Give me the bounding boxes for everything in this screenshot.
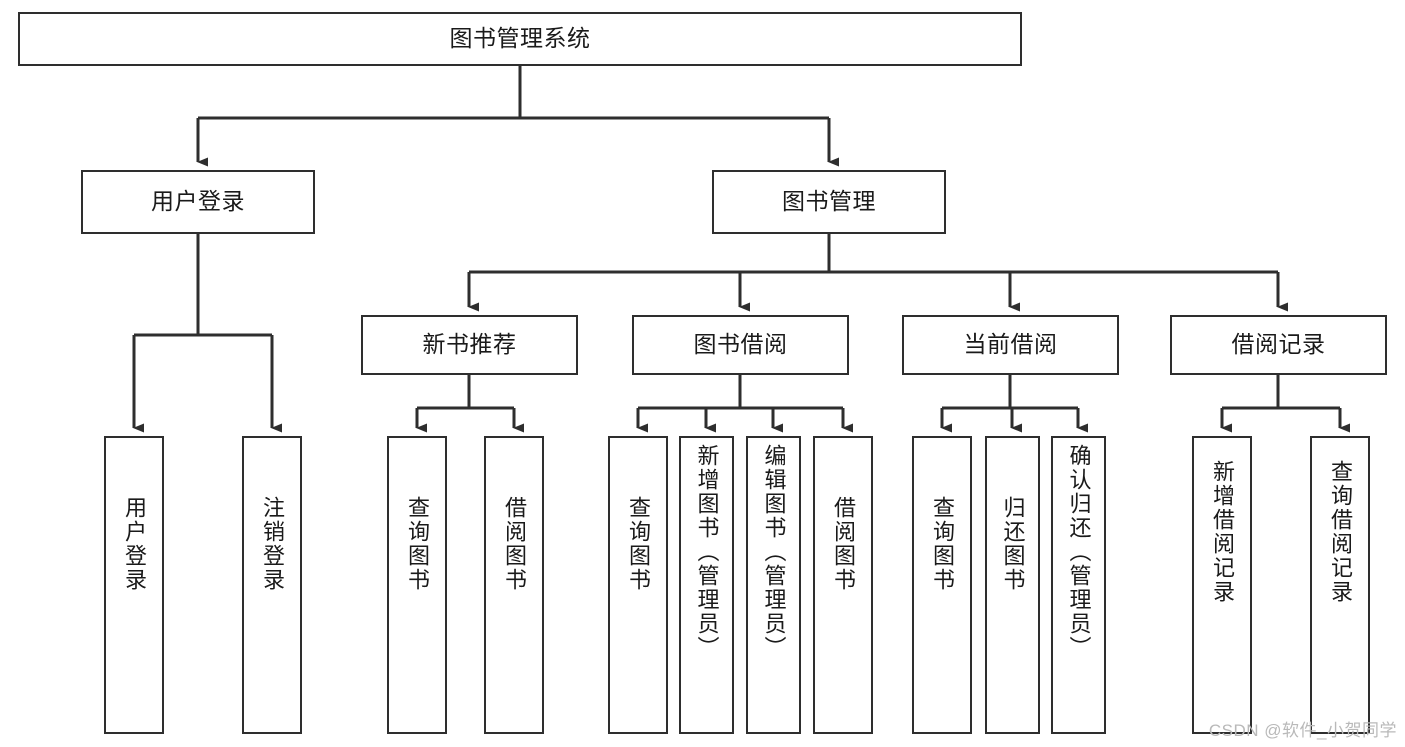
node-book-borrow[interactable]: 图书借阅 xyxy=(632,315,849,375)
node-leaf-query-book-3-label: 查询图书 xyxy=(930,496,955,592)
node-leaf-query-book-3[interactable]: 查询图书 xyxy=(912,436,972,734)
node-leaf-add-record-label: 新增借阅记录 xyxy=(1210,460,1235,604)
node-leaf-borrow-book-2-label: 借阅图书 xyxy=(831,496,856,592)
node-leaf-user-login[interactable]: 用户登录 xyxy=(104,436,164,734)
node-leaf-query-book-1-label: 查询图书 xyxy=(405,496,430,592)
node-user-login-label: 用户登录 xyxy=(151,188,245,215)
node-new-book-rec-label: 新书推荐 xyxy=(422,331,517,358)
node-leaf-query-book-2[interactable]: 查询图书 xyxy=(608,436,668,734)
node-book-manage-label: 图书管理 xyxy=(782,188,876,215)
node-current-borrow[interactable]: 当前借阅 xyxy=(902,315,1119,375)
node-leaf-return-book[interactable]: 归还图书 xyxy=(985,436,1040,734)
node-new-book-rec[interactable]: 新书推荐 xyxy=(361,315,578,375)
node-leaf-logout[interactable]: 注销登录 xyxy=(242,436,302,734)
node-user-login[interactable]: 用户登录 xyxy=(81,170,315,234)
node-leaf-confirm-return-label: 确认归还（管理员） xyxy=(1066,444,1092,660)
node-leaf-user-login-label: 用户登录 xyxy=(122,496,147,592)
node-leaf-add-book[interactable]: 新增图书（管理员） xyxy=(679,436,734,734)
node-leaf-logout-label: 注销登录 xyxy=(260,496,285,592)
node-leaf-return-book-label: 归还图书 xyxy=(1000,496,1026,592)
node-leaf-query-book-1[interactable]: 查询图书 xyxy=(387,436,447,734)
node-leaf-add-record[interactable]: 新增借阅记录 xyxy=(1192,436,1252,734)
node-book-manage[interactable]: 图书管理 xyxy=(712,170,946,234)
node-leaf-query-record-label: 查询借阅记录 xyxy=(1328,460,1353,604)
node-root-label: 图书管理系统 xyxy=(449,25,591,52)
node-current-borrow-label: 当前借阅 xyxy=(963,331,1058,358)
node-leaf-edit-book[interactable]: 编辑图书（管理员） xyxy=(746,436,801,734)
node-leaf-borrow-book-2[interactable]: 借阅图书 xyxy=(813,436,873,734)
node-book-borrow-label: 图书借阅 xyxy=(693,331,788,358)
node-borrow-record[interactable]: 借阅记录 xyxy=(1170,315,1387,375)
node-leaf-confirm-return[interactable]: 确认归还（管理员） xyxy=(1051,436,1106,734)
node-leaf-add-book-label: 新增图书（管理员） xyxy=(694,444,720,660)
node-leaf-query-record[interactable]: 查询借阅记录 xyxy=(1310,436,1370,734)
node-leaf-query-book-2-label: 查询图书 xyxy=(626,496,651,592)
node-leaf-borrow-book-1-label: 借阅图书 xyxy=(502,496,527,592)
node-root[interactable]: 图书管理系统 xyxy=(18,12,1022,66)
node-leaf-edit-book-label: 编辑图书（管理员） xyxy=(761,444,787,660)
node-borrow-record-label: 借阅记录 xyxy=(1231,331,1326,358)
node-leaf-borrow-book-1[interactable]: 借阅图书 xyxy=(484,436,544,734)
